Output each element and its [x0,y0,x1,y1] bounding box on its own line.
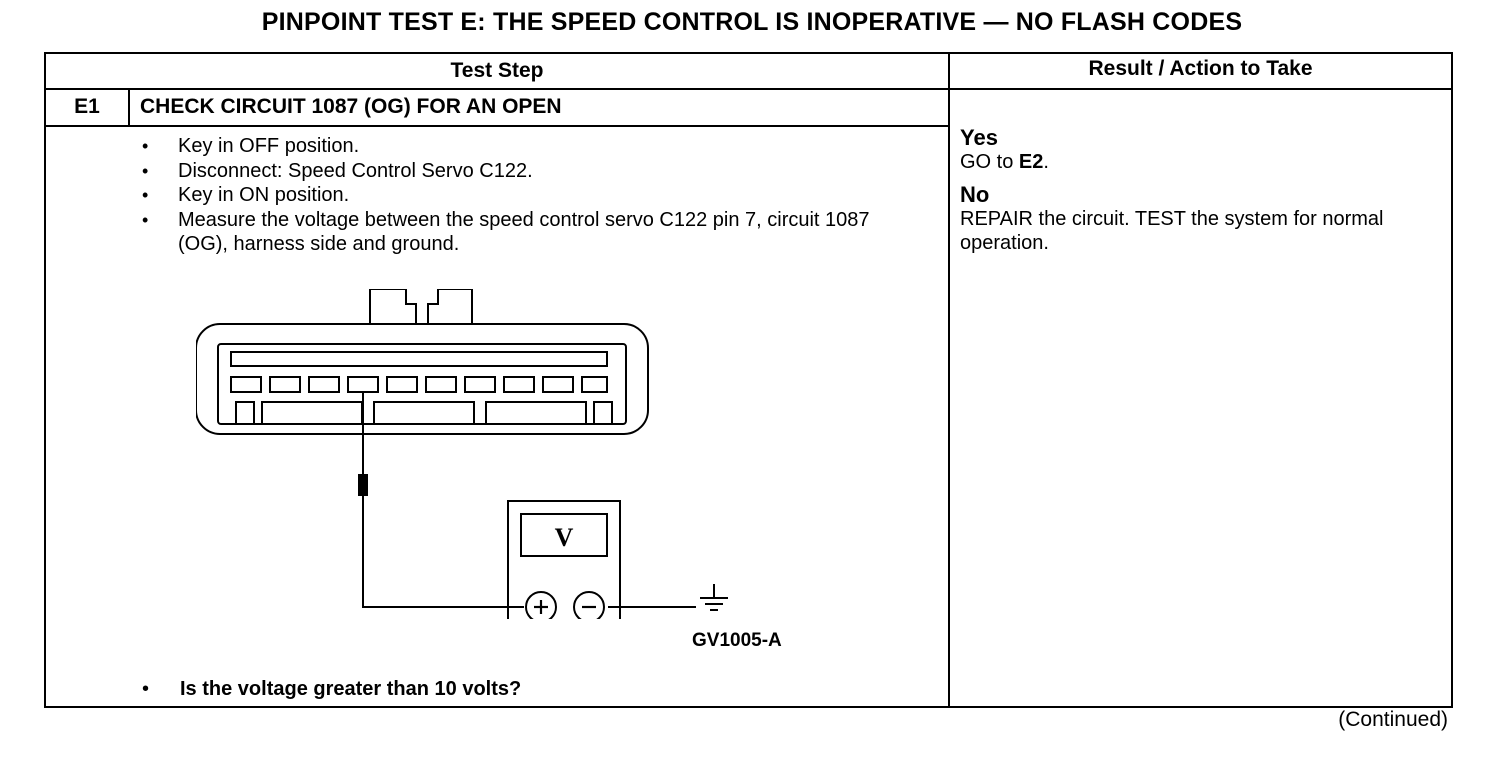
pin-cavity [269,376,301,393]
connector-tab-right [427,288,473,324]
negative-terminal-icon [573,591,605,623]
pin-cavity [581,376,608,393]
probe-tip [358,474,368,496]
bullet-icon: • [142,160,149,181]
pin-cavity [425,376,457,393]
page-title: PINPOINT TEST E: THE SPEED CONTROL IS IN… [261,8,1243,36]
yes-action-prefix: GO to [960,151,1019,173]
connector-tab-left [369,288,417,324]
connector-inner-frame [217,343,627,425]
connector-top-slot [230,351,608,367]
list-item: • Disconnect: Speed Control Servo C122. [138,159,918,184]
connector-rib [593,401,613,425]
list-item: • Measure the voltage between the speed c… [138,208,918,257]
bullet-icon: • [142,209,149,230]
header-result-action: Result / Action to Take [1088,57,1313,80]
voltmeter-display [520,513,608,557]
pinpoint-test-table: Test Step Result / Action to Take E1 CHE… [44,52,1453,708]
header-rule [46,88,1451,90]
yes-action-suffix: . [1043,151,1049,173]
figure-id: GV1005-A [692,630,782,651]
bullet-text: Key in OFF position. [178,135,360,157]
bullet-text: Measure the voltage between the speed co… [178,208,870,256]
connector-rib [485,401,587,425]
step-bullet-list: • Key in OFF position. • Disconnect: Speed… [138,134,918,257]
connector-body [195,323,649,435]
pin-cavity [386,376,418,393]
pin-cavity [308,376,340,393]
result-yes-label: Yes [960,125,998,150]
bullet-icon: • [142,185,149,205]
list-item: • Key in ON position. [138,183,918,208]
connector-rib [235,401,255,425]
bullet-text: Key in ON position. [178,184,350,206]
connector-voltmeter-diagram: V [195,288,715,644]
bullet-icon: • [142,136,149,156]
pin-cavity [347,376,379,393]
voltmeter-label: V [555,523,574,552]
bullet-icon: • [142,678,150,700]
list-item: • Key in OFF position. [138,134,918,159]
column-divider [948,54,950,706]
result-column: Yes GO to E2. No REPAIR the circuit. TES… [960,126,1430,256]
wiring-diagram-svg: V [195,288,715,644]
step-id: E1 [74,95,100,118]
step-question: • Is the voltage greater than 10 volts? [142,678,521,701]
step-title: CHECK CIRCUIT 1087 (OG) FOR AN OPEN [140,95,562,118]
result-yes-action: GO to E2. [960,150,1430,175]
ground-icon [700,584,728,611]
connector-rib [261,401,363,425]
yes-action-target: E2 [1018,151,1044,173]
result-no-label: No [960,181,990,207]
step-title-rule [46,125,948,127]
ground-lead [608,606,715,644]
pin-cavity [464,376,496,393]
pin-cavity [503,376,535,393]
continued-note: (Continued) [1338,708,1448,731]
bullet-text: Disconnect: Speed Control Servo C122. [178,159,533,182]
result-no-action: REPAIR the circuit. TEST the system for … [960,207,1384,255]
pin-cavity [230,376,262,393]
step-id-divider [128,88,130,127]
probe-lead-positive [362,392,524,608]
header-test-step: Test Step [450,59,544,82]
pin-cavity [542,376,574,393]
connector-rib [373,401,475,425]
question-text: Is the voltage greater than 10 volts? [180,678,522,700]
